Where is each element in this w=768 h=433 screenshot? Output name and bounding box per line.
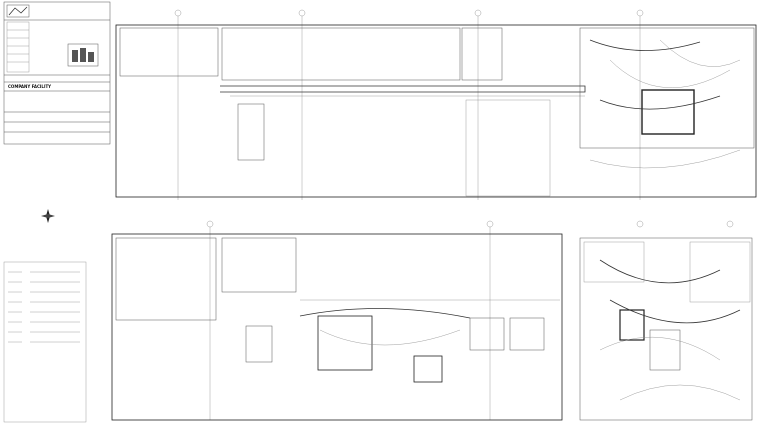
north-arrow-icon xyxy=(41,209,55,223)
column-grid-bottom xyxy=(206,220,734,420)
title-block: COMPANY FACILITY xyxy=(3,1,111,145)
firm-logo-icon xyxy=(6,4,30,18)
upper-floor-plan xyxy=(115,9,757,200)
project-name: COMPANY FACILITY xyxy=(8,84,51,89)
legend xyxy=(3,261,87,423)
lower-floor-plan xyxy=(111,220,753,421)
revision-table xyxy=(6,21,30,73)
column-grid-top xyxy=(174,9,644,200)
keyplan-icon xyxy=(67,43,99,67)
